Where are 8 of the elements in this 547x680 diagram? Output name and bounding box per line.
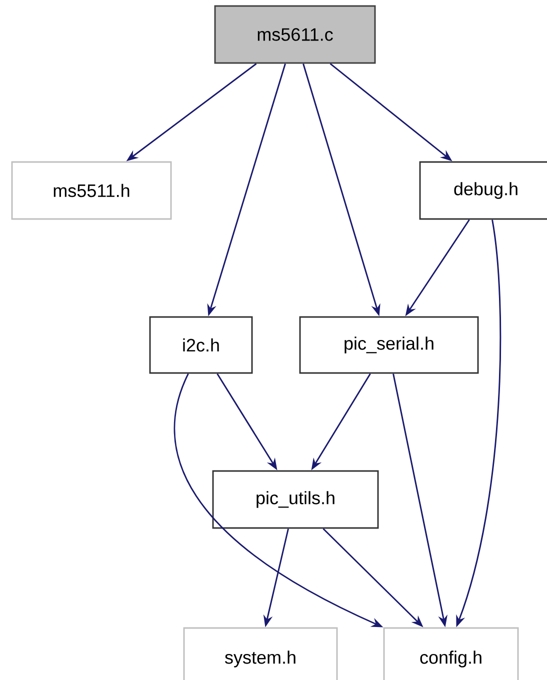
file-box: ms5611.c — [214, 5, 376, 64]
file-box: ms5511.h — [11, 161, 172, 220]
file-box: pic_serial.h — [299, 316, 479, 374]
file-box: system.h — [183, 627, 338, 680]
file-box: debug.h — [419, 161, 547, 220]
file-box: pic_utils.h — [212, 470, 379, 529]
file-box: config.h — [383, 627, 519, 680]
file-box: i2c.h — [149, 316, 253, 374]
